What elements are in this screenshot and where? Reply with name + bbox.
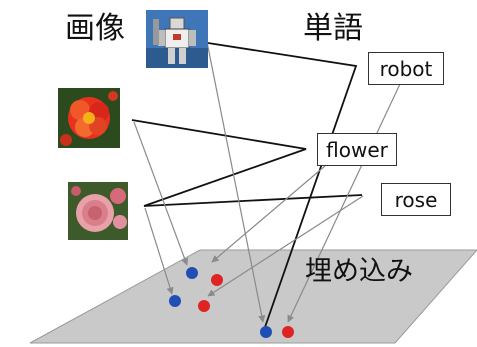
embedding-heading: 埋め込み (305, 256, 413, 287)
arrow-rose-image (144, 207, 174, 295)
embedding-dot-rose-image (169, 295, 181, 307)
link-rose-image-to-rose-word (143, 194, 363, 207)
arrow-robot-image (206, 41, 266, 323)
robot-image (146, 10, 208, 68)
robot-photo-icon (146, 10, 208, 68)
word-box-flower: flower (317, 133, 397, 166)
word-box-robot: robot (368, 52, 444, 85)
flower-photo-icon (58, 88, 120, 148)
arrow-robot-word (287, 83, 401, 323)
arrow-flower-word (211, 165, 326, 263)
images-heading: 画像 (65, 11, 125, 46)
embedding-dot-flower-word (211, 274, 223, 286)
flower-image (58, 88, 120, 148)
embedding-dot-robot-image (260, 326, 272, 338)
rose-photo-icon (68, 182, 128, 240)
link-flower-image-to-flower-word (131, 119, 307, 207)
words-heading: 単語 (303, 11, 363, 46)
embedding-dot-rose-word (198, 300, 210, 312)
link-robot-image-to-robot-word (207, 42, 358, 331)
word-box-rose: rose (381, 183, 451, 216)
arrow-rose-word (207, 195, 364, 297)
embedding-dot-robot-word (282, 326, 294, 338)
embedding-plane (29, 249, 477, 344)
embedding-dot-flower-image (186, 267, 198, 279)
rose-image (68, 182, 128, 240)
arrow-flower-image (133, 121, 189, 266)
